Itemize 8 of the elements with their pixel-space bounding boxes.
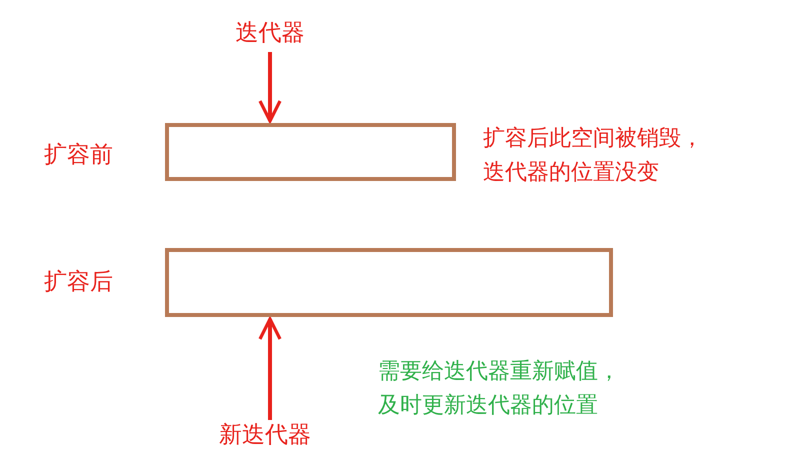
- state-label: 扩容前: [44, 141, 113, 170]
- arrow: [258, 317, 282, 420]
- arrow: [258, 52, 282, 123]
- text-label: 新迭代器: [200, 420, 330, 454]
- note-text: 需要给迭代器重新赋值，及时更新迭代器的位置: [378, 358, 621, 420]
- text-label: 迭代器: [215, 18, 325, 52]
- note-text: 扩容后此空间被销毁，迭代器的位置没变: [483, 125, 704, 187]
- state-label: 扩容后: [44, 268, 113, 297]
